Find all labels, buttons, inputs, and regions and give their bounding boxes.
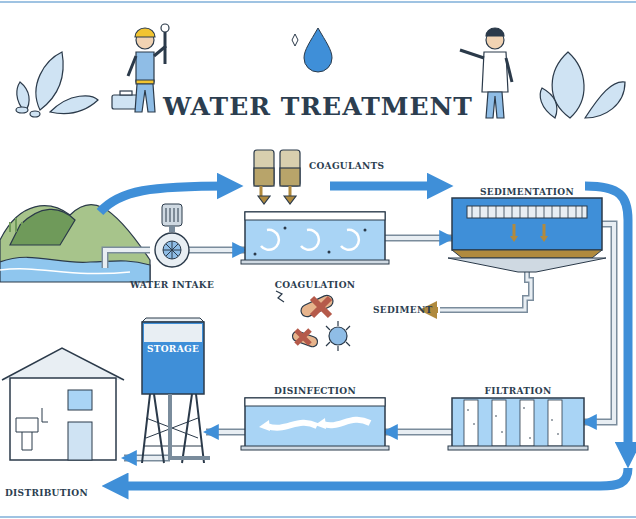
stage-node: SEDIMENTATION <box>452 198 602 272</box>
flow-arrow <box>115 468 628 486</box>
stage-label: COAGULATION <box>275 280 356 290</box>
stage-illustration <box>140 318 206 463</box>
stage-node: DISTRIBUTION <box>2 348 124 462</box>
callout-label: COAGULANTS <box>309 161 384 171</box>
frame-line <box>0 516 636 518</box>
stage-node: WATER INTAKE <box>150 230 194 270</box>
stage-illustration <box>2 348 124 462</box>
stage-node: STORAGE <box>140 318 206 463</box>
stage-label: WATER INTAKE <box>130 280 214 290</box>
stage-illustration <box>452 398 584 450</box>
pipe-outline <box>385 429 452 436</box>
intake-pipe <box>105 250 150 268</box>
worker-figure <box>112 24 169 112</box>
intake-pipe <box>105 250 150 268</box>
stage-label: STORAGE <box>147 344 199 354</box>
stage-illustration <box>452 198 602 272</box>
water-drop <box>292 28 332 72</box>
stage-illustration <box>150 230 194 270</box>
diagram-title: WATER TREATMENT <box>0 92 636 121</box>
germ-icons <box>276 291 350 351</box>
stage-node: DISINFECTION <box>245 398 385 450</box>
flow-pipe <box>189 248 245 252</box>
frame-line <box>0 1 636 3</box>
stage-node: COAGULATION <box>245 212 385 264</box>
stage-illustration <box>245 398 385 450</box>
pipe-outline <box>385 235 452 242</box>
stage-node: FILTRATION <box>452 398 584 450</box>
stage-illustration <box>245 212 385 264</box>
flow-pipe <box>385 430 452 434</box>
flow-pipe <box>385 236 452 240</box>
flow-arrow <box>330 182 440 191</box>
stage-label: DISINFECTION <box>274 386 356 396</box>
river-landscape <box>0 204 150 282</box>
pipe-outline <box>206 429 245 436</box>
pipe-outline <box>189 247 245 254</box>
stage-label: SEDIMENTATION <box>480 187 574 197</box>
stage-label: FILTRATION <box>485 386 552 396</box>
callout-label: SEDIMENT <box>373 305 433 315</box>
coagulant-bottles <box>254 150 300 204</box>
flow-pipe <box>206 430 245 434</box>
stage-label: DISTRIBUTION <box>5 488 88 498</box>
